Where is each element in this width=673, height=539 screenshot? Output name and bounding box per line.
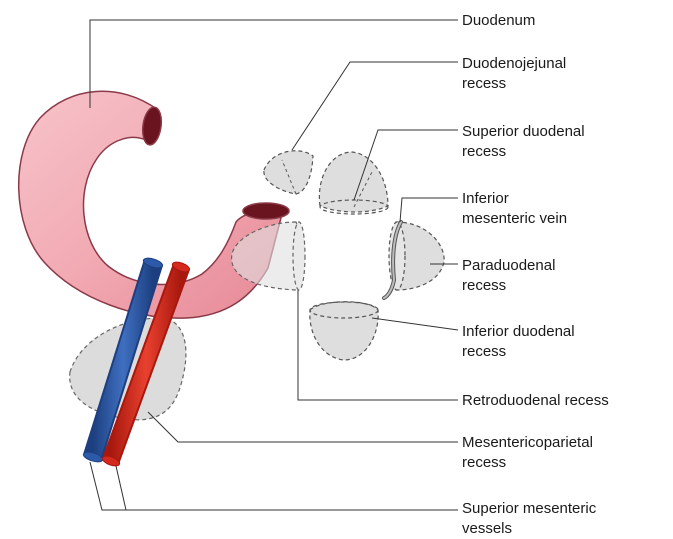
duodenojejunal-recess-shape bbox=[264, 151, 313, 194]
duodenum-right-lumen bbox=[243, 203, 289, 219]
leader-superior-mesenteric-vessels bbox=[90, 462, 458, 510]
retroduodenal-recess-rim bbox=[293, 222, 305, 290]
label-duodenojejunal-recess: Duodenojejunal recess bbox=[462, 54, 566, 94]
label-duodenum: Duodenum bbox=[462, 11, 535, 31]
leader-inferior-duodenal bbox=[372, 318, 458, 330]
label-mesentericoparietal-recess: Mesentericoparietal recess bbox=[462, 433, 593, 473]
leader-inferior-mesenteric-vein bbox=[400, 198, 458, 222]
label-inferior-mesenteric-vein: Inferior mesenteric vein bbox=[462, 189, 567, 229]
inferior-duodenal-recess-shape bbox=[310, 302, 378, 360]
label-retroduodenal-recess: Retroduodenal recess bbox=[462, 391, 609, 411]
leader-duodenojejunal bbox=[292, 62, 458, 150]
label-superior-mesenteric-vessels: Superior mesenteric vessels bbox=[462, 499, 596, 539]
label-paraduodenal-recess: Paraduodenal recess bbox=[462, 256, 555, 296]
label-inferior-duodenal-recess: Inferior duodenal recess bbox=[462, 322, 575, 362]
leader-mesentericoparietal bbox=[148, 412, 458, 442]
label-superior-duodenal-recess: Superior duodenal recess bbox=[462, 122, 585, 162]
leader-duodenum bbox=[90, 20, 458, 108]
superior-duodenal-recess-shape bbox=[319, 152, 388, 212]
